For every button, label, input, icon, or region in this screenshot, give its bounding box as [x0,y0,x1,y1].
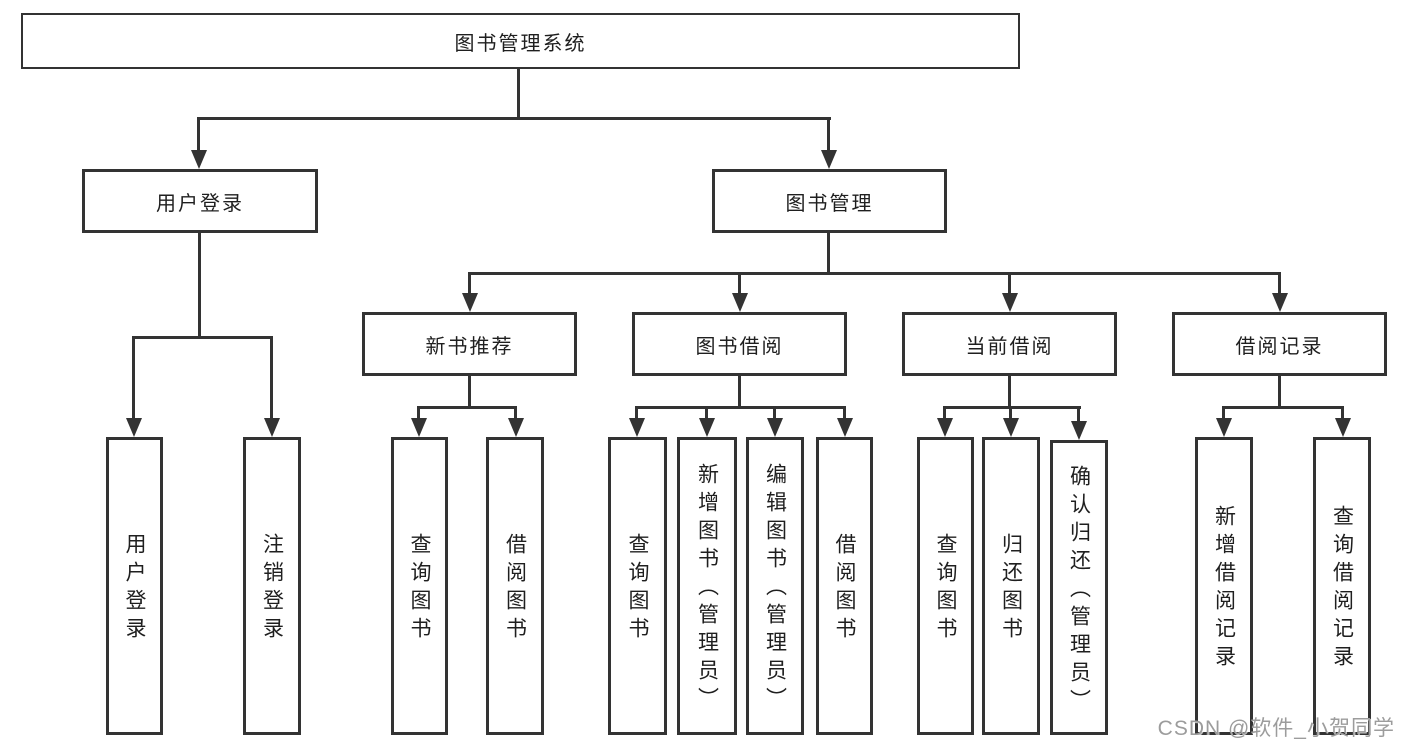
csdn-watermark: CSDN @软件_小贺同学 [1157,717,1395,740]
node-leaf-query-books-current: 查询图书 [917,437,974,735]
connector-drop [1009,406,1012,421]
node-leaf-query-borrow-record: 查询借阅记录 [1313,437,1371,735]
connector-root-stub [517,69,520,120]
connector-bookmgmt-stub [827,233,830,275]
connector-drop [132,336,135,421]
connector-drop-user-login [197,117,200,153]
connector-drop [514,406,517,421]
connector-rail [943,406,1081,409]
connector-rail [635,406,846,409]
connector-rail [1222,406,1344,409]
node-library-management-system: 图书管理系统 [21,13,1020,69]
connector-drop [270,336,273,421]
arrow-down-icon [699,418,715,437]
node-leaf-query-books-recommend: 查询图书 [391,437,448,735]
arrow-down-icon [508,418,524,437]
arrow-down-icon [1003,418,1019,437]
connector-stub [738,376,741,409]
arrow-down-icon [732,293,748,312]
node-borrow-records: 借阅记录 [1172,312,1387,376]
arrow-down-icon [1002,293,1018,312]
connector-stub [1278,376,1281,409]
arrow-down-icon [1335,418,1351,437]
node-leaf-edit-books-admin: 编辑图书（管理员） [746,437,804,735]
arrow-down-icon [191,150,207,169]
arrow-down-icon [629,418,645,437]
node-user-login-group: 用户登录 [82,169,318,233]
node-leaf-add-borrow-record: 新增借阅记录 [1195,437,1253,735]
connector-drop [705,406,708,421]
connector-userlogin-stub [198,233,201,339]
connector-drop [1278,272,1281,296]
connector-drop [1341,406,1344,421]
node-new-book-recommend: 新书推荐 [362,312,577,376]
arrow-down-icon [1216,418,1232,437]
connector-drop [417,406,420,421]
node-leaf-confirm-return-admin: 确认归还（管理员） [1050,440,1108,735]
node-leaf-query-books-borrowing: 查询图书 [608,437,667,735]
node-book-borrowing: 图书借阅 [632,312,847,376]
connector-drop [773,406,776,421]
arrow-down-icon [462,293,478,312]
arrow-down-icon [1071,421,1087,440]
connector-userlogin-rail [132,336,273,339]
connector-drop [1008,272,1011,296]
node-leaf-user-login: 用户登录 [106,437,163,735]
arrow-down-icon [821,150,837,169]
node-current-borrowing: 当前借阅 [902,312,1117,376]
arrow-down-icon [1272,293,1288,312]
connector-root-rail [198,117,831,120]
arrow-down-icon [126,418,142,437]
connector-bookmgmt-rail [468,272,1281,275]
arrow-down-icon [937,418,953,437]
connector-drop-book-mgmt [827,117,830,153]
connector-stub [1008,376,1011,409]
connector-rail [417,406,517,409]
connector-drop [1222,406,1225,421]
connector-drop [843,406,846,421]
connector-drop [738,272,741,296]
arrow-down-icon [767,418,783,437]
node-leaf-add-books-admin: 新增图书（管理员） [677,437,737,735]
node-leaf-return-books: 归还图书 [982,437,1040,735]
node-book-management-group: 图书管理 [712,169,947,233]
connector-drop [635,406,638,421]
node-leaf-logout: 注销登录 [243,437,301,735]
arrow-down-icon [411,418,427,437]
arrow-down-icon [264,418,280,437]
connector-drop [943,406,946,421]
node-leaf-borrow-books: 借阅图书 [816,437,873,735]
connector-drop [1077,406,1080,424]
node-leaf-borrow-books-recommend: 借阅图书 [486,437,544,735]
connector-stub [468,376,471,409]
connector-drop [468,272,471,296]
arrow-down-icon [837,418,853,437]
